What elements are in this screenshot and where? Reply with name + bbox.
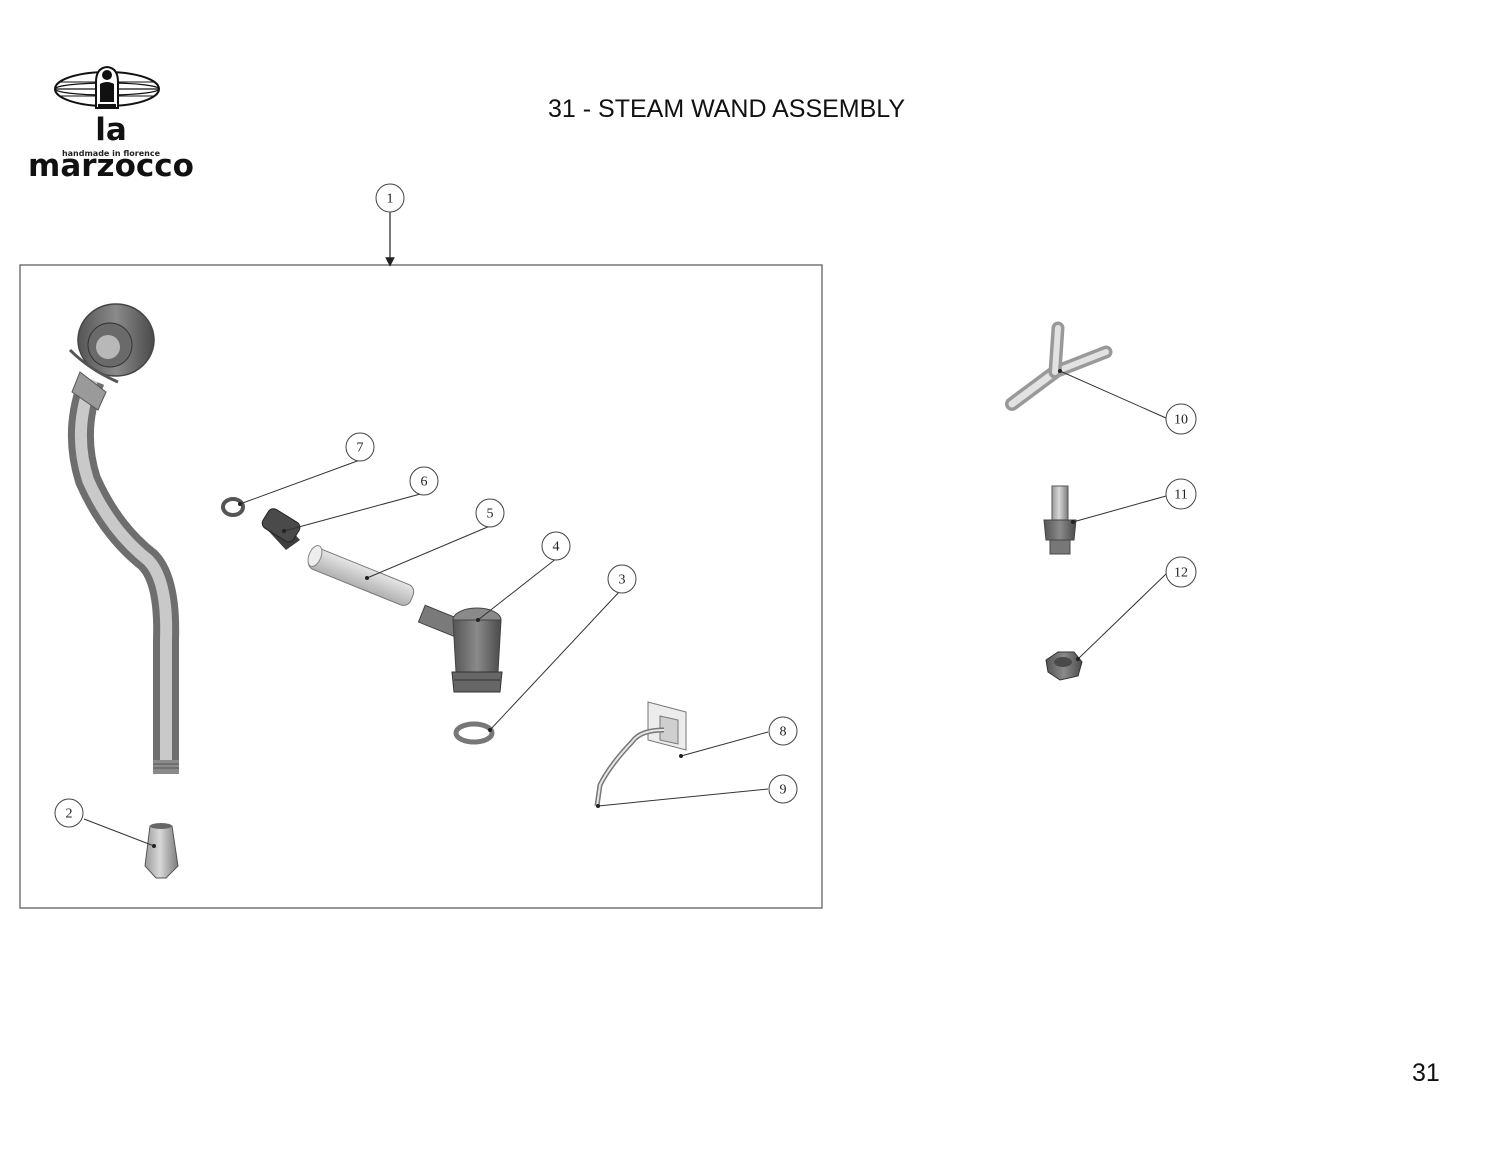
hose-barb-part <box>1043 485 1077 555</box>
callout-label: 4 <box>553 540 560 555</box>
callout-label: 5 <box>487 507 494 522</box>
callout-label: 1 <box>387 192 394 207</box>
page-title: 31 - STEAM WAND ASSEMBLY <box>548 95 906 123</box>
assembly-frame <box>19 264 823 909</box>
brand-name: la marzocco <box>28 112 194 184</box>
leader-lines <box>83 370 1167 847</box>
bracket-and-probe-part <box>594 701 687 807</box>
callout-label: 3 <box>619 573 626 588</box>
page-number: 31 <box>1412 1059 1440 1087</box>
callout-label: 9 <box>780 783 787 798</box>
o-ring-part <box>453 721 495 745</box>
brand-logo: la marzocco handmade in florence <box>10 62 210 184</box>
steam-wand-tube-part <box>67 303 180 774</box>
steam-tip-part <box>144 823 179 879</box>
tee-fitting-part <box>1005 321 1113 411</box>
callout-label: 7 <box>357 441 364 456</box>
brand-tagline: handmade in florence <box>61 149 161 158</box>
clear-tube-part <box>307 545 415 606</box>
valve-body-part <box>417 604 503 693</box>
callout-label: 10 <box>1174 413 1188 428</box>
dark-sleeve-part <box>261 508 301 550</box>
callout-label: 11 <box>1174 488 1187 503</box>
callout-label: 12 <box>1174 566 1188 581</box>
callout-label: 2 <box>66 807 73 822</box>
clamp-ring-part <box>221 497 245 517</box>
hex-nut-part <box>1045 651 1083 681</box>
callout-bubbles <box>54 183 1197 828</box>
la-marzocco-logo-icon <box>54 65 160 109</box>
callout-label: 8 <box>780 725 787 740</box>
callout-label: 6 <box>421 475 428 490</box>
